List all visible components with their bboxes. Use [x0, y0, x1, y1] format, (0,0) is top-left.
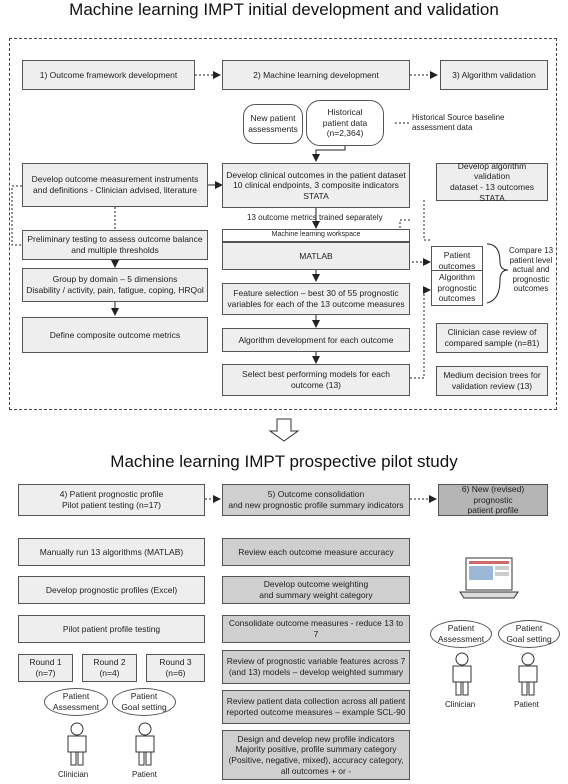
pilot-col2-box-3: Consolidate outcome measures - reduce 13…	[222, 615, 410, 643]
pilot-col2-box-2: Develop outcome weighting and summary we…	[222, 576, 410, 604]
step5-box: 5) Outcome consolidation and new prognos…	[222, 484, 410, 516]
algorithm-outcomes-box: Algorithm prognostic outcomes	[431, 270, 483, 306]
pilot-col1-box-1: Manually run 13 algorithms (MATLAB)	[18, 538, 205, 566]
pilot-col2-box-5: Review patient data collection across al…	[222, 690, 410, 724]
patient-person-icon-left	[135, 722, 155, 766]
feature-selection-box: Feature selection – best 30 of 55 progno…	[222, 283, 410, 315]
algorithm-development-box: Algorithm development for each outcome	[222, 328, 410, 352]
step1-box: 1) Outcome framework development	[22, 60, 195, 90]
title-development: Machine learning IMPT initial developmen…	[69, 0, 499, 19]
decision-trees-box: Medium decision trees for validation rev…	[436, 366, 548, 396]
col1-box-2: Preliminary testing to assess outcome ba…	[22, 230, 208, 260]
round-3-box: Round 3 (n=6)	[146, 654, 205, 682]
patient-assessment-ellipse-right: Patient Assessment	[430, 620, 492, 648]
workspace-label-box: Machine learning workspace	[222, 229, 410, 242]
trained-label: 13 outcome metrics trained separately	[247, 213, 383, 222]
step6-box: 6) New (revised) prognostic patient prof…	[438, 484, 548, 516]
clinician-label-right: Clinician	[445, 700, 476, 709]
new-patient-cylinder: New patient assessments	[243, 104, 303, 144]
compare-label: Compare 13 patient level actual and prog…	[509, 246, 554, 294]
select-models-box: Select best performing models for each o…	[222, 364, 410, 396]
round-1-box: Round 1 (n=7)	[18, 654, 73, 682]
pilot-col2-box-4: Review of prognostic variable features a…	[222, 650, 410, 684]
patient-goal-ellipse-left: Patient Goal setting	[112, 688, 176, 716]
pilot-col1-box-3: Pilot patient profile testing	[18, 615, 205, 643]
step2-box: 2) Machine learning development	[222, 60, 410, 90]
laptop-icon	[459, 557, 519, 599]
step3-box: 3) Algorithm validation	[440, 60, 548, 90]
clinician-person-icon-right	[452, 652, 472, 696]
patient-label-right: Patient	[514, 700, 539, 709]
patient-goal-ellipse-right: Patient Goal setting	[498, 620, 560, 648]
clinician-label-left: Clinician	[58, 770, 89, 779]
historical-data-cylinder: Historical patient data (n=2,364)	[306, 100, 384, 146]
patient-person-icon-right	[518, 652, 538, 696]
pilot-col2-box-1: Review each outcome measure accuracy	[222, 538, 410, 566]
clinical-outcomes-box: Develop clinical outcomes in the patient…	[222, 163, 410, 208]
col1-box-1: Develop outcome measurement instruments …	[22, 163, 208, 207]
clinician-person-icon-left	[67, 722, 87, 766]
round-2-box: Round 2 (n=4)	[82, 654, 137, 682]
patient-label-left: Patient	[132, 770, 157, 779]
matlab-box: MATLAB	[222, 242, 410, 270]
development-frame	[9, 38, 557, 410]
case-review-box: Clinician case review of compared sample…	[436, 323, 548, 353]
patient-assessment-ellipse-left: Patient Assessment	[44, 688, 108, 716]
step4-box: 4) Patient prognostic profile Pilot pati…	[18, 484, 205, 516]
historical-source-label: Historical Source baseline assessment da…	[412, 113, 505, 132]
pilot-col1-box-2: Develop prognostic profiles (Excel)	[18, 576, 205, 604]
title-pilot: Machine learning IMPT prospective pilot …	[110, 452, 458, 471]
col1-box-3: Group by domain – 5 dimensions Disabilit…	[22, 268, 208, 302]
col1-box-4: Define composite outcome metrics	[22, 317, 208, 353]
validation-dataset-box: Develop algorithm validation dataset - 1…	[436, 161, 548, 203]
pilot-col2-box-6: Design and develop new profile indicator…	[222, 730, 410, 780]
